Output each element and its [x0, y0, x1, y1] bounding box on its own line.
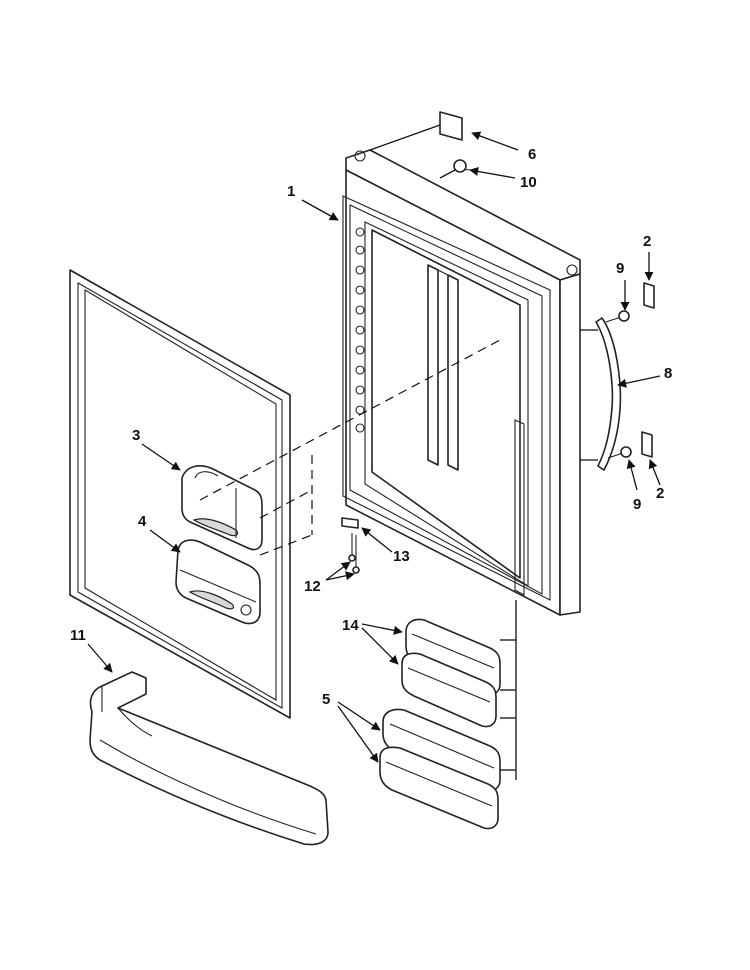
callout-14: 14 [342, 617, 359, 634]
callout-8: 8 [664, 365, 672, 382]
handle-screw-lower[interactable] [607, 446, 632, 459]
callout-10: 10 [520, 174, 537, 191]
callout-9-upper: 9 [616, 260, 624, 277]
callout-6: 6 [528, 146, 536, 163]
callout-5: 5 [322, 691, 330, 708]
callout-leaders [87, 131, 661, 763]
callout-3: 3 [132, 427, 140, 444]
callout-12: 12 [304, 578, 321, 595]
callout-1: 1 [287, 183, 295, 200]
callout-13: 13 [393, 548, 410, 565]
bottom-shelf-bin-part[interactable] [89, 671, 329, 846]
liner-retainer-bumps [355, 227, 365, 433]
door-bin-upper-part[interactable] [401, 618, 501, 728]
door-liner-part[interactable] [342, 149, 581, 616]
callout-2-lower: 2 [656, 485, 664, 502]
dairy-bin-part[interactable] [175, 539, 261, 625]
screws-part-12[interactable] [348, 533, 360, 574]
bracket-part-13[interactable] [341, 517, 359, 529]
callout-9-lower: 9 [633, 496, 641, 513]
callout-4: 4 [138, 513, 147, 530]
screw-part-10[interactable] [453, 159, 471, 173]
callout-11: 11 [70, 627, 86, 644]
assembly-lines [199, 124, 598, 780]
label-plate-part[interactable] [439, 111, 463, 141]
callout-2-upper: 2 [643, 233, 651, 250]
door-handle-part[interactable] [595, 317, 622, 471]
door-bin-lower-part[interactable] [379, 708, 501, 830]
handle-endcap-upper[interactable] [643, 282, 655, 309]
handle-screw-upper[interactable] [605, 310, 630, 323]
dairy-door-part[interactable] [181, 465, 263, 551]
callout-labels: 1 2 2 3 4 5 6 8 9 9 10 11 12 13 14 [70, 146, 672, 708]
handle-endcap-lower[interactable] [641, 431, 653, 458]
